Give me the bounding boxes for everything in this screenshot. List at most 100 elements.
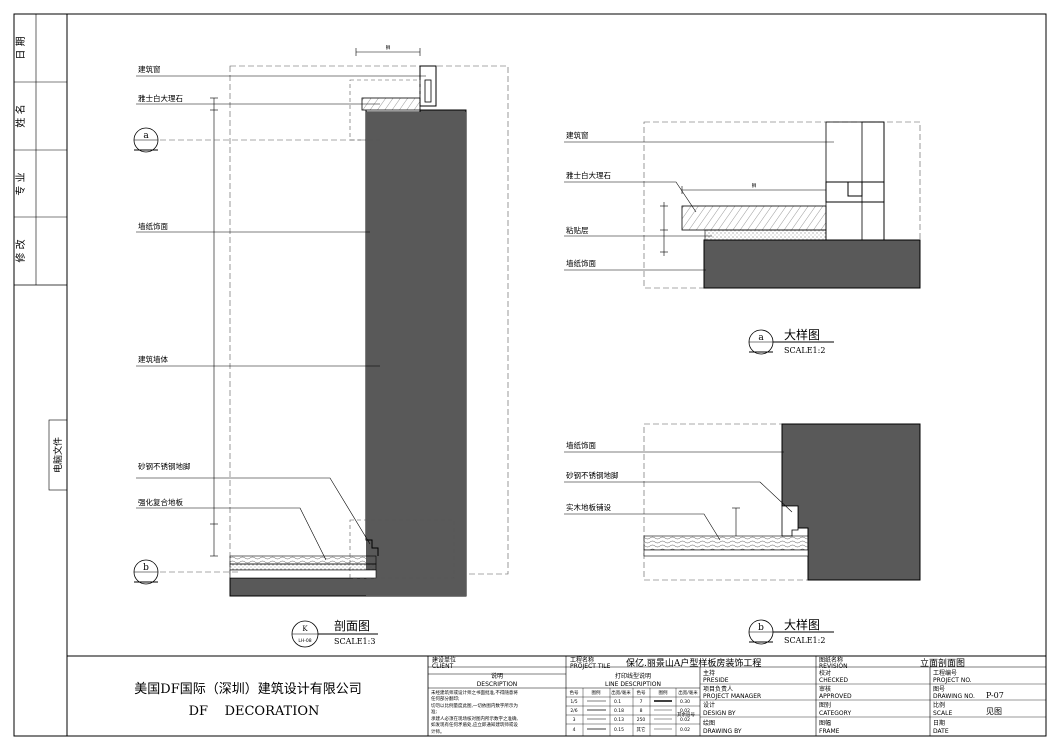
label-wallpaper: 墙纸饰面 xyxy=(138,221,168,231)
detail-b: 墙纸饰面 砂钢不锈钢地脚 实木地板铺设 b 大样图 SCALE1:2 xyxy=(564,423,921,645)
line-extra-note: 其余层号 xyxy=(677,711,695,718)
line-desc-en: LINE DESCRIPTION xyxy=(605,681,661,688)
line-row: 1/5 0.1 7 0.30 xyxy=(570,699,690,705)
project-title-en: PROJECT TILE xyxy=(570,663,611,670)
drawing-by-cn: 绘图 xyxy=(703,719,715,727)
left-strip: 日 期 姓 名 专 业 修 改 电脑文件 xyxy=(14,14,68,491)
detail-a-label-window: 建筑窗 xyxy=(566,130,589,140)
detail-a-dim-top: 狮 xyxy=(752,182,757,189)
preside-cn: 主持 xyxy=(703,669,715,677)
desc-line-2: 任何部分翻印; xyxy=(431,695,460,702)
section-view: 狮 建筑窗 雅士白大理石 墙纸饰面 建筑墙体 砂钢不锈钢地脚 强化复合地板 a … xyxy=(133,44,509,648)
detail-b-label-skirting: 砂钢不锈钢地脚 xyxy=(566,470,619,480)
detail-a-label-marble: 雅士白大理石 xyxy=(566,170,611,180)
company-name-cn: 美国DF国际（深圳）建筑设计有限公司 xyxy=(134,681,361,697)
section-symbol-top: K xyxy=(302,625,308,633)
label-marble: 雅士白大理石 xyxy=(138,93,183,103)
line-row-3-width: 0.13 xyxy=(614,717,624,723)
line-row-2-code: 2/6 xyxy=(570,708,577,714)
line-row-2-width: 0.18 xyxy=(614,708,624,714)
line-row-4-width2: 0.02 xyxy=(680,727,690,733)
line-hdr-5: 出宽/毫米 xyxy=(678,689,698,696)
line-row-2-code2: 8 xyxy=(640,708,643,714)
project-no-en: PROJECT NO. xyxy=(933,677,972,684)
checked-cn: 校对 xyxy=(819,669,831,677)
detail-a-title: 大样图 xyxy=(784,327,820,342)
strip-field-date: 日 期 xyxy=(15,36,27,59)
line-hdr-1: 图例 xyxy=(592,689,601,696)
line-row-2-width2: 0.02 xyxy=(680,708,690,714)
line-desc-cn: 打印线型说明 xyxy=(615,672,651,680)
line-row-4-code2: 其它 xyxy=(637,726,646,733)
desc-line-6: 如发现有任何矛盾处,应立即通知建筑师或设 xyxy=(431,721,518,728)
detail-a-symbol: a xyxy=(758,333,764,343)
label-building-window: 建筑窗 xyxy=(138,64,161,74)
detail-a: 狮 建筑窗 雅士白大理石 粘贴层 墙纸饰面 a 大样图 SCALE1:2 xyxy=(564,121,921,355)
detail-b-label-wallpaper: 墙纸饰面 xyxy=(566,440,596,450)
section-scale: SCALE1:3 xyxy=(334,637,375,646)
detail-a-label-wallpaper: 墙纸饰面 xyxy=(566,258,596,268)
approved-en: APPROVED xyxy=(819,693,852,700)
sheet-border xyxy=(13,13,1047,737)
line-row-1-code2: 7 xyxy=(640,699,643,705)
approved-cn: 审核 xyxy=(819,685,831,693)
desc-cn: 说明 xyxy=(491,672,503,680)
scale-en: SCALE xyxy=(933,710,952,717)
line-row-4-code: 4 xyxy=(573,727,576,733)
line-row-3-code: 3 xyxy=(573,717,576,723)
line-hdr-4: 图例 xyxy=(659,689,668,696)
title-block: 美国DF国际（深圳）建筑设计有限公司 DF DECORATION 建设单位 CL… xyxy=(67,655,1046,736)
label-wall: 建筑墙体 xyxy=(138,354,168,364)
line-row-1-code: 1/5 xyxy=(570,699,577,705)
drawing-no-value: P-07 xyxy=(986,691,1004,700)
revision-en: REVISION xyxy=(819,663,848,670)
marker-a: a xyxy=(143,131,149,141)
scale-value: 见图 xyxy=(986,707,1002,716)
checked-en: CHECKED xyxy=(819,677,848,684)
design-en: DESIGN BY xyxy=(703,710,736,717)
revision-cn: 图纸名称 xyxy=(819,656,843,664)
line-row: 3 0.13 250 0.02 其余层号 xyxy=(573,711,696,723)
frame-en: FRAME xyxy=(819,728,840,735)
strip-field-revise: 修 改 xyxy=(14,239,27,262)
category-en: CATEGORY xyxy=(819,710,851,717)
client-en: CLIENT xyxy=(432,663,454,670)
frame-cn: 图幅 xyxy=(819,719,831,727)
marker-b: b xyxy=(143,563,149,573)
design-cn: 设计 xyxy=(703,701,715,709)
detail-b-scale: SCALE1:2 xyxy=(784,636,825,645)
line-row-4-width: 0.15 xyxy=(614,727,624,733)
date-en: DATE xyxy=(933,728,949,735)
line-row-3-width2: 0.02 xyxy=(680,717,690,723)
line-hdr-0: 色号 xyxy=(570,689,579,696)
strip-field-major: 专 业 xyxy=(14,172,27,195)
drawing-title: 立面剖面图 xyxy=(920,657,965,669)
line-row-1-width2: 0.30 xyxy=(680,699,690,705)
drawing-no-en: DRAWING NO. xyxy=(933,693,975,700)
line-row-3-code2: 250 xyxy=(637,717,646,723)
desc-line-4: 准; xyxy=(431,708,437,715)
detail-b-title: 大样图 xyxy=(784,617,820,632)
desc-line-3: 切勿以比例量度此图,一切依图内数字所示为 xyxy=(431,702,518,709)
project-no-cn: 工程编号 xyxy=(933,669,957,677)
line-row: 4 0.15 其它 0.02 xyxy=(573,726,691,733)
detail-b-symbol: b xyxy=(758,623,764,633)
company-name-en: DF DECORATION xyxy=(189,704,320,719)
desc-line-5: 承建人必须在现场核对图内所示数字之准确, xyxy=(431,715,518,722)
client-cn: 建设单位 xyxy=(432,656,456,664)
detail-a-scale: SCALE1:2 xyxy=(784,346,825,355)
project-title-cn: 工程名称 xyxy=(570,656,594,664)
drawing-no-cn: 图号 xyxy=(933,686,945,693)
line-row: 2/6 0.18 8 0.02 xyxy=(570,708,690,714)
pm-cn: 项目负责人 xyxy=(703,685,733,693)
label-skirting: 砂钢不锈钢地脚 xyxy=(138,461,191,471)
preside-en: PRESIDE xyxy=(703,677,729,684)
date-cn: 日期 xyxy=(933,719,945,727)
drawing-by-en: DRAWING BY xyxy=(703,728,742,735)
desc-en: DESCRIPTION xyxy=(477,681,518,688)
desc-line-1: 未经建筑师或设计师之书面批准,不得随意将 xyxy=(431,689,518,696)
section-symbol-bottom: LH-08 xyxy=(298,638,311,644)
line-hdr-3: 色号 xyxy=(637,689,646,696)
scale-cn: 比例 xyxy=(933,701,945,709)
category-cn: 图别 xyxy=(819,701,831,709)
